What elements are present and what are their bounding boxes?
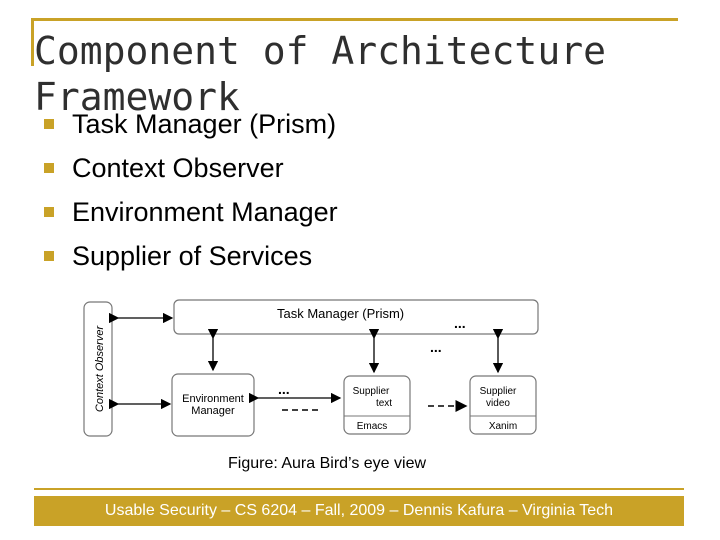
bullet-item: Supplier of Services: [44, 234, 338, 278]
environment-manager-box: [171, 373, 255, 437]
bullet-list: Task Manager (Prism) Context Observer En…: [44, 102, 338, 278]
frame-left-rule: [31, 18, 34, 66]
bullet-item: Context Observer: [44, 146, 338, 190]
footer-bar: Usable Security – CS 6204 – Fall, 2009 –…: [34, 496, 684, 526]
slide-title: Component of Architecture Framework: [34, 29, 606, 119]
aura-diagram: Context Observer Task Manager (Prism) ..…: [83, 299, 539, 437]
context-observer-box: [83, 301, 113, 437]
supplier-text-box: [343, 375, 411, 435]
task-manager-label: Task Manager (Prism): [277, 306, 404, 321]
task-manager-box: [173, 299, 539, 335]
xanim-label: Xanim: [489, 421, 517, 432]
supplier-video-box: [469, 375, 537, 435]
bullet-item: Environment Manager: [44, 190, 338, 234]
footer-text: Usable Security – CS 6204 – Fall, 2009 –…: [104, 502, 614, 519]
bullet-square-icon: [44, 251, 54, 261]
frame-top-rule: [31, 18, 678, 21]
bullet-square-icon: [44, 163, 54, 173]
task-ellipsis: ...: [454, 315, 466, 331]
supplier-video-label-1: Supplier: [480, 386, 517, 397]
emacs-label: Emacs: [357, 421, 388, 432]
mid-ellipsis: ...: [430, 339, 442, 355]
em-ellipsis: ...: [278, 381, 290, 397]
context-observer-label: Context Observer: [94, 325, 106, 413]
supplier-video-label-2: video: [486, 398, 510, 409]
supplier-text-label-1: Supplier: [353, 386, 390, 397]
bullet-square-icon: [44, 207, 54, 217]
bullet-item: Task Manager (Prism): [44, 102, 338, 146]
environment-manager-label-2: Manager: [191, 405, 235, 417]
figure-caption: Figure: Aura Bird’s eye view: [228, 455, 427, 472]
supplier-text-label-2: text: [376, 398, 392, 409]
bullet-square-icon: [44, 119, 54, 129]
environment-manager-label-1: Environment: [182, 393, 244, 405]
footer-rule: [34, 488, 684, 490]
